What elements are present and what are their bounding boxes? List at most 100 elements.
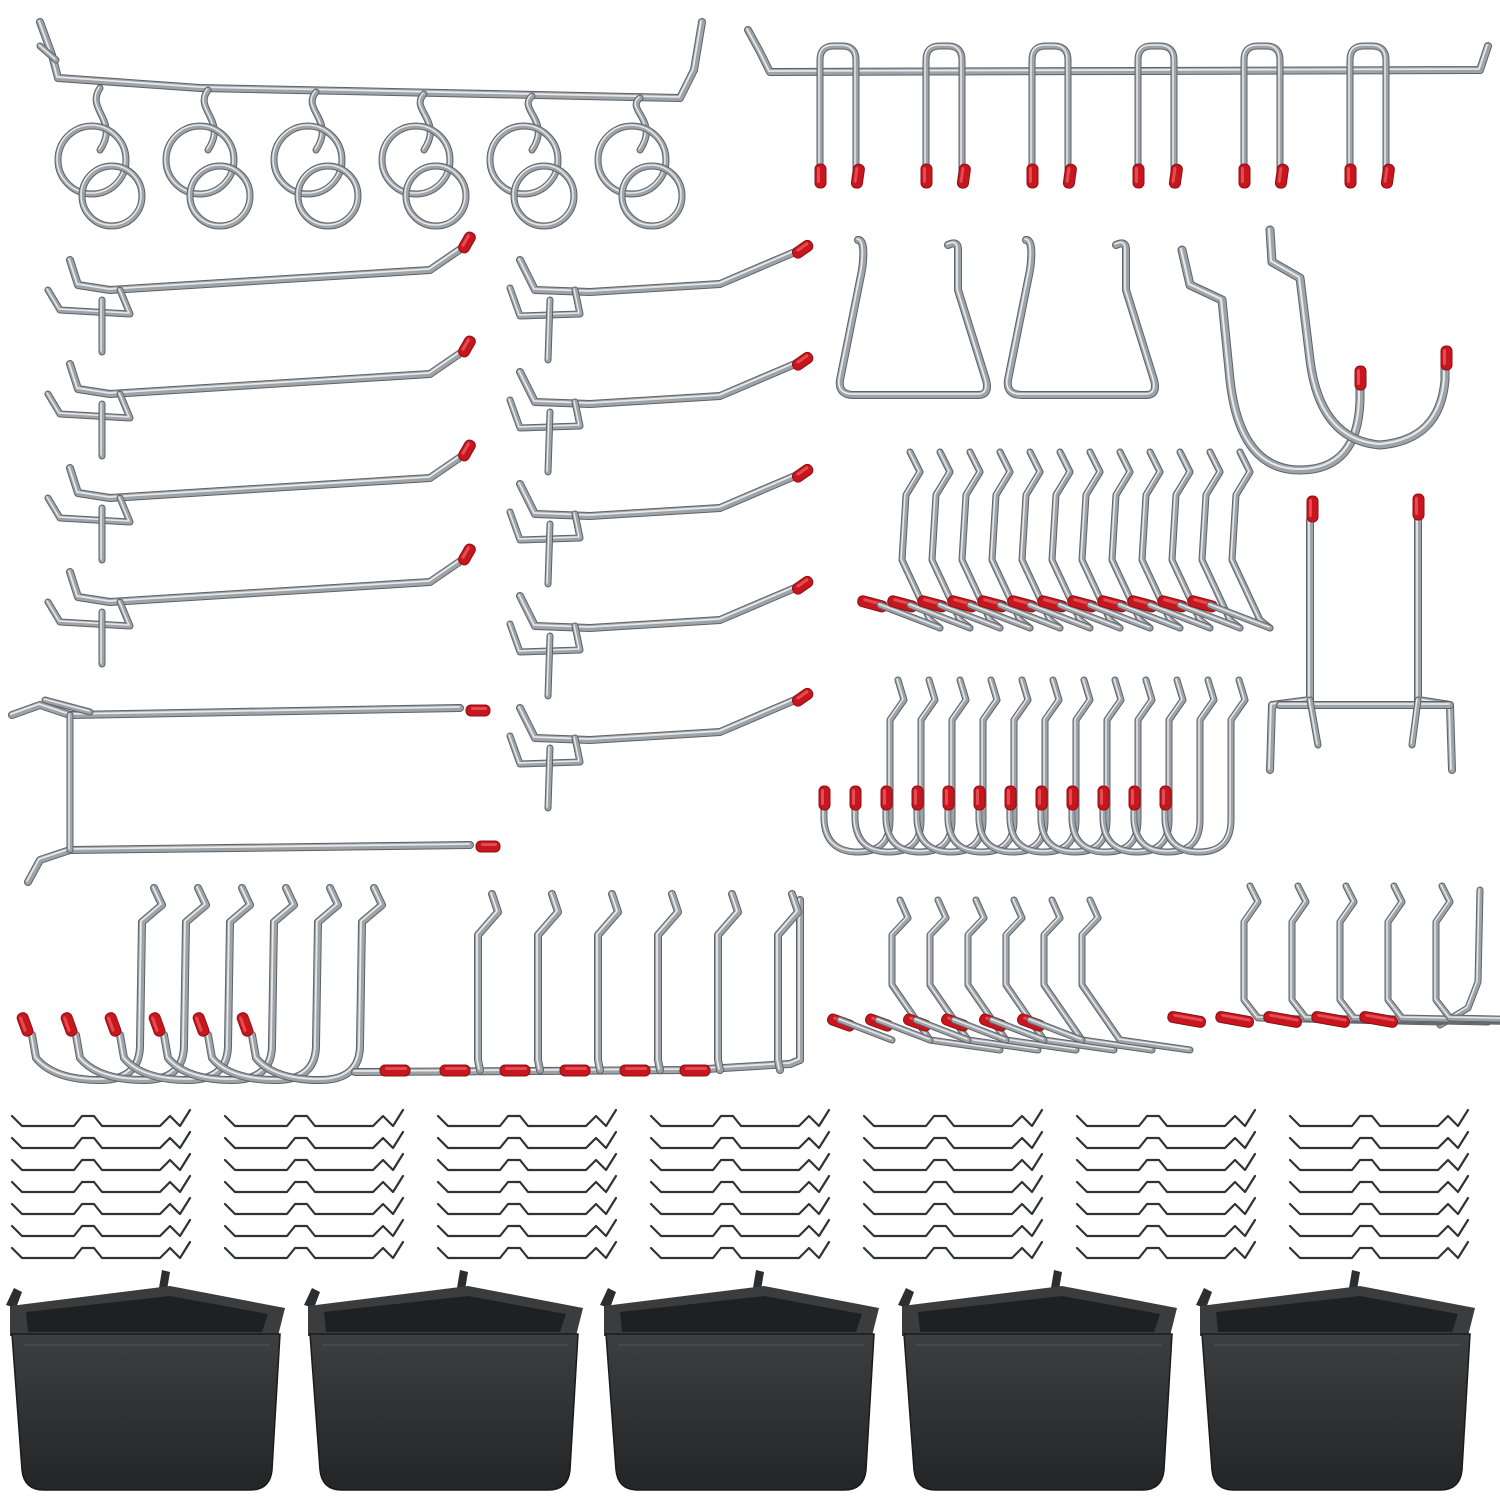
red-cap [973,785,986,811]
tall-l-hook [499,890,622,1077]
wavy-lock [436,1174,618,1194]
upright-angled-l-hook [1037,448,1124,632]
red-cap [1062,163,1077,189]
upright-angled-l-hook [1187,448,1274,632]
red-cap [942,785,955,811]
red-cap [1167,1011,1207,1028]
red-cap [1004,785,1017,811]
wavy-lock [862,1174,1044,1194]
curved-j-hook [973,676,1063,856]
short-l-hook [978,896,1156,1054]
red-cap [465,704,491,717]
red-cap [1215,1011,1255,1028]
short-l-hook [940,896,1118,1054]
long-straight-pegboard-hook [44,231,476,356]
curved-j-hook-large [16,884,166,1084]
wavy-lock [862,1218,1044,1238]
wavy-lock [10,1240,192,1260]
red-cap [192,1012,210,1037]
red-cap [1159,785,1172,811]
curved-j-hook [1128,676,1218,856]
wavy-lock [1075,1174,1257,1194]
wavy-lock [862,1108,1044,1128]
wavy-lock [223,1108,405,1128]
curved-j-hook [1004,676,1094,856]
wavy-lock [1288,1240,1470,1260]
wavy-lock [1288,1108,1470,1128]
wavy-lock [10,1196,192,1216]
red-cap [1306,495,1319,523]
short-l-hook [902,896,1080,1054]
wavy-lock [1075,1218,1257,1238]
wavy-lock [223,1174,405,1194]
long-straight-pegboard-hook [44,439,476,564]
angled-pegboard-hook [506,575,814,700]
wavy-lock [649,1152,831,1172]
upright-angled-l-hook [1067,448,1154,632]
upright-angled-l-hook [887,448,974,632]
red-cap [791,687,814,707]
red-cap [1359,1011,1399,1028]
wavy-lock [223,1196,405,1216]
wavy-lock [649,1218,831,1238]
tall-l-hook [619,890,742,1077]
wavy-lock [223,1152,405,1172]
wavy-lock [1075,1130,1257,1150]
red-cap [1263,1011,1303,1028]
wavy-lock [223,1218,405,1238]
curved-j-hook-large [148,884,298,1084]
red-cap [911,785,924,811]
curved-j-hook-large [104,884,254,1084]
long-straight-pegboard-hook [44,543,476,668]
wavy-lock [10,1174,192,1194]
red-cap [679,1064,711,1077]
wavy-lock [436,1152,618,1172]
wavy-lock [862,1152,1044,1172]
red-cap [1168,163,1183,189]
pegboard-bin [600,1270,879,1491]
short-l-hook [1016,896,1194,1054]
pegboard-bin [6,1270,285,1491]
long-straight-pegboard-hook [44,335,476,460]
red-cap [104,1012,122,1037]
wavy-lock [862,1240,1044,1260]
upright-angled-l-hook [977,448,1064,632]
pegboard-bin [304,1270,583,1491]
red-cap [956,163,971,189]
curved-j-hook [849,676,939,856]
angled-pegboard-hook [506,351,814,476]
wavy-lock [649,1196,831,1216]
red-cap [1311,1011,1351,1028]
curved-j-hook [1066,676,1156,856]
wavy-lock [223,1130,405,1150]
wavy-lock [436,1196,618,1216]
curved-j-hook [818,676,908,856]
red-cap [1066,785,1079,811]
curved-j-hook-large [192,884,342,1084]
red-cap [1097,785,1110,811]
hooks-layer [8,18,1500,1084]
red-cap [791,575,814,595]
short-l-hook [826,896,1004,1054]
wavy-lock [649,1240,831,1260]
locks-layer [10,1108,1470,1260]
tall-l-hook [559,890,682,1077]
wavy-lock [436,1218,618,1238]
wavy-lock [649,1174,831,1194]
red-cap [458,335,476,358]
wavy-lock [436,1108,618,1128]
red-cap [791,239,814,259]
red-cap [16,1012,34,1037]
wavy-lock [1075,1240,1257,1260]
wavy-lock [1288,1196,1470,1216]
upright-angled-l-hook [917,448,1004,632]
large-j-hooks [1177,225,1453,475]
red-cap [1344,163,1357,189]
wavy-lock [223,1240,405,1260]
double-prong-rail [744,26,1492,189]
red-cap [619,1064,651,1077]
red-cap [458,543,476,566]
trapezoid-loop-hook [1003,236,1159,399]
wavy-lock [10,1130,192,1150]
